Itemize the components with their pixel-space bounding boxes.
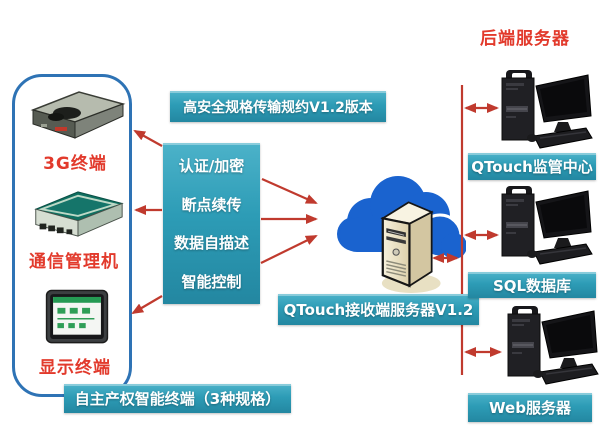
receiver-server-label: QTouch接收端服务器V1.2 [278, 294, 479, 325]
backend-servers-title: 后端服务器 [480, 29, 570, 49]
feature-item: 智能控制 [181, 272, 242, 291]
display-terminal-icon [40, 289, 114, 347]
workstation-icon [494, 186, 594, 268]
feature-item: 断点续传 [181, 195, 242, 214]
feature-list: 认证/加密 断点续传 数据自描述 智能控制 [163, 143, 260, 304]
3g-terminal-label: 3G终端 [43, 154, 107, 174]
protocol-banner: 高安全规格传输规约V1.2版本 [170, 91, 386, 122]
qtouch-center-label-text: QTouch监管中心 [471, 158, 593, 176]
feature-item: 认证/加密 [178, 157, 245, 175]
feature-item: 数据自描述 [173, 234, 249, 253]
sql-database-label: SQL数据库 [468, 272, 596, 298]
web-server-label-text: Web服务器 [489, 399, 571, 417]
web-server-label: Web服务器 [468, 393, 592, 422]
protocol-banner-text: 高安全规格传输规约V1.2版本 [183, 99, 373, 116]
display-terminal-label: 显示终端 [39, 358, 111, 378]
qtouch-center-label: QTouch监管中心 [468, 153, 596, 180]
server-tower-icon [365, 195, 445, 295]
receiver-server-label-text: QTouch接收端服务器V1.2 [283, 301, 474, 319]
3g-terminal-icon [26, 88, 128, 146]
comm-manager-icon [30, 186, 126, 242]
workstation-icon [500, 306, 600, 388]
comm-manager-label: 通信管理机 [29, 252, 119, 272]
sql-database-label-text: SQL数据库 [492, 276, 572, 295]
terminal-group-caption: 自主产权智能终端（3种规格） [64, 384, 291, 413]
workstation-icon [494, 70, 594, 152]
terminal-group-caption-text: 自主产权智能终端（3种规格） [74, 390, 281, 408]
